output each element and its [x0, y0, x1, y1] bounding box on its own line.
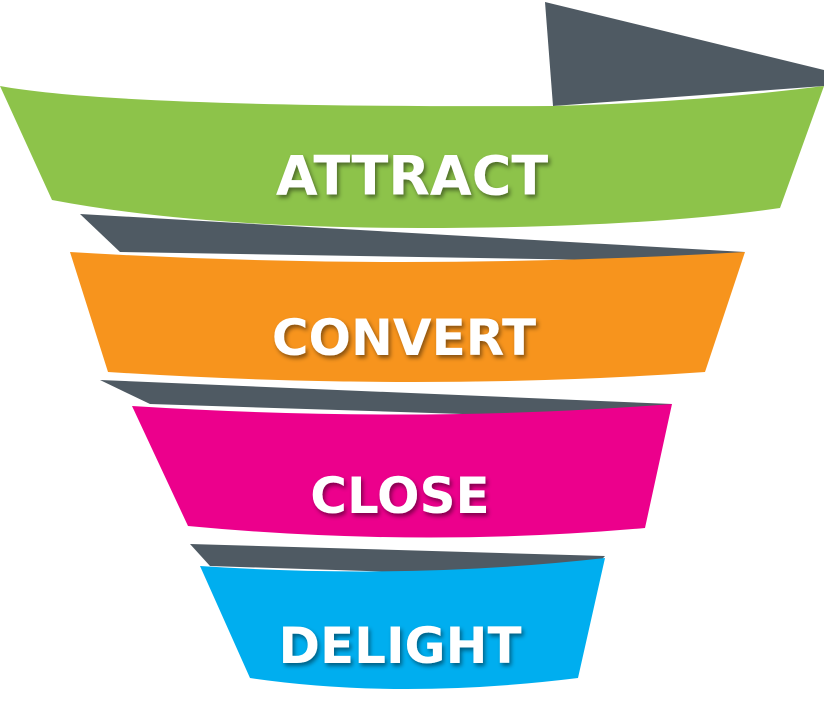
stage-label-close: CLOSE [310, 467, 489, 525]
band-attract [0, 86, 824, 228]
stage-label-delight: DELIGHT [278, 617, 521, 675]
band-convert [70, 252, 745, 382]
band-delight [200, 558, 605, 689]
stage-label-attract: ATTRACT [276, 145, 549, 208]
band-close [132, 404, 672, 538]
ribbon-fold-top [545, 2, 824, 106]
ribbon-fold-1 [80, 214, 745, 262]
ribbon-fold-2 [100, 380, 672, 420]
stage-label-convert: CONVERT [272, 309, 536, 367]
